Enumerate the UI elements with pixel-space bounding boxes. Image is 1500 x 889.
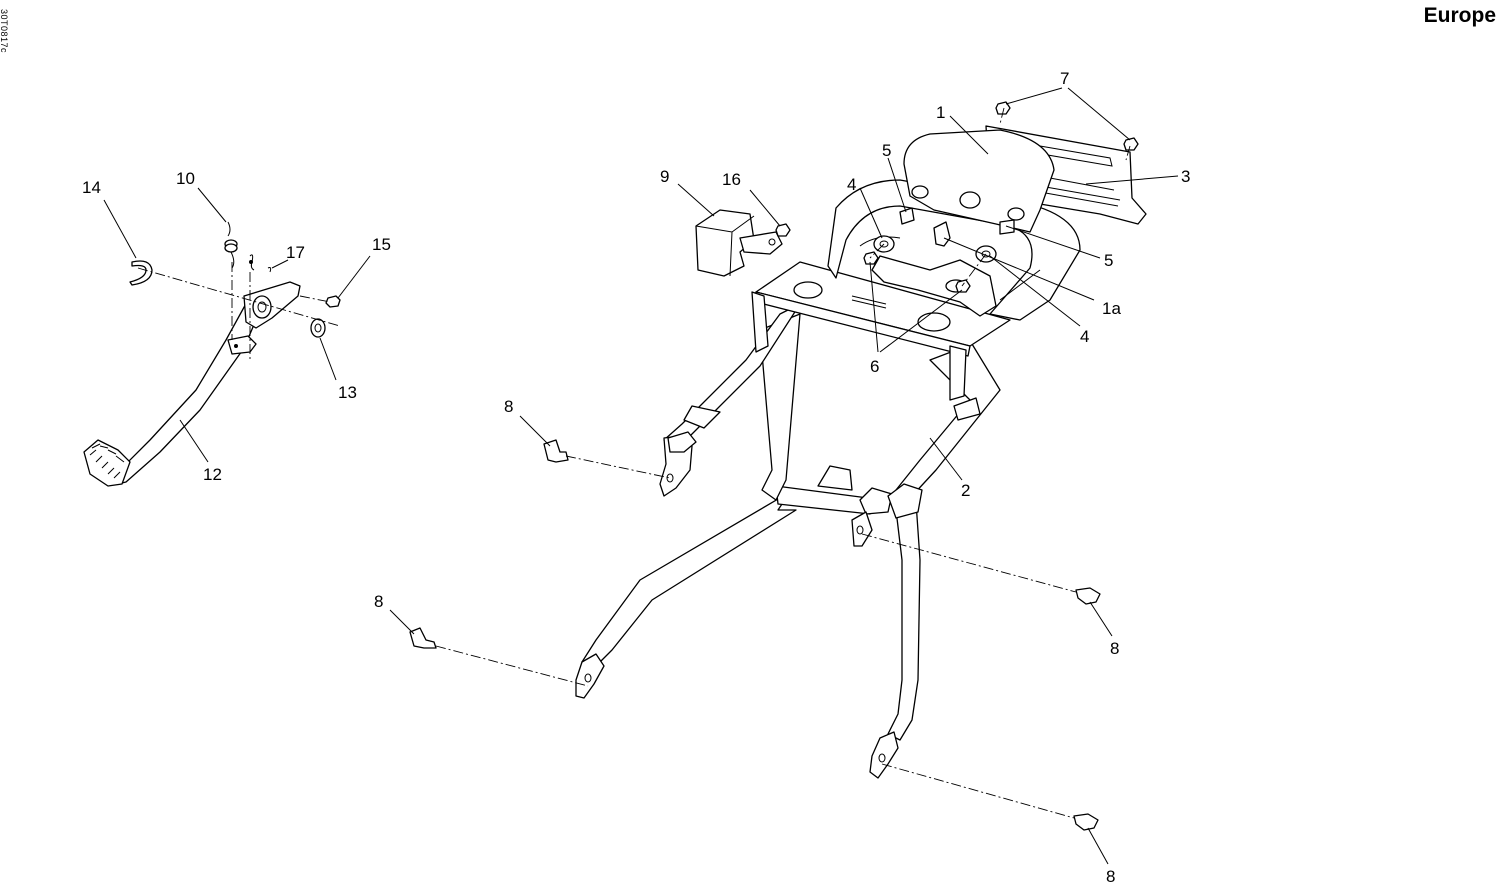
pivot-bushing xyxy=(252,295,272,319)
bolt-8-lower-left xyxy=(409,627,437,649)
frame-mid-tube-left xyxy=(759,313,801,501)
screw-7-left xyxy=(995,101,1011,115)
callout-17: 17 xyxy=(286,243,305,262)
callout-8-upper-left: 8 xyxy=(504,397,513,416)
screw-16 xyxy=(775,223,791,237)
bolt-8-lower-right xyxy=(1073,813,1099,831)
return-spring xyxy=(224,221,238,269)
wire-connector xyxy=(933,221,951,247)
nut xyxy=(325,295,341,308)
callout-2: 2 xyxy=(961,481,970,500)
callout-8-lower-left: 8 xyxy=(374,592,383,611)
screw-7-right xyxy=(1123,137,1139,151)
taillight-assembly xyxy=(863,101,1147,293)
callout-6: 6 xyxy=(870,357,879,376)
pedal-bracket xyxy=(227,335,257,355)
brake-pedal-pivot-plate xyxy=(243,281,301,329)
callout-9: 9 xyxy=(660,167,669,186)
nut-6-left xyxy=(863,251,879,265)
brake-pedal-arm xyxy=(111,295,263,485)
callout-16: 16 xyxy=(722,170,741,189)
callout-8-lower-right: 8 xyxy=(1106,867,1115,886)
callout-8-mid-right: 8 xyxy=(1110,639,1119,658)
callout-numbers: 7 1 3 5 4 9 16 5 1a 4 6 2 8 8 8 8 14 10 … xyxy=(82,69,1190,886)
callout-3: 3 xyxy=(1181,167,1190,186)
bushing-washer xyxy=(310,318,326,338)
bolt-8-mid-right xyxy=(1075,587,1101,605)
callout-13: 13 xyxy=(338,383,357,402)
leader-lines xyxy=(103,87,1179,865)
callout-5-lower: 5 xyxy=(1104,251,1113,270)
callout-1a: 1a xyxy=(1102,299,1121,318)
subframe xyxy=(575,179,1081,779)
taillight-housing xyxy=(903,129,1055,233)
frame-bolts xyxy=(409,439,1101,831)
callout-7: 7 xyxy=(1060,69,1069,88)
callout-4-lower: 4 xyxy=(1080,327,1089,346)
nut-6-right xyxy=(955,279,971,293)
bolt-5-left xyxy=(899,207,915,225)
callout-15: 15 xyxy=(372,235,391,254)
bolt-5-right xyxy=(999,219,1015,235)
frame-tube-left xyxy=(581,491,797,673)
relay-module xyxy=(695,209,791,277)
frame-mid-tube-right xyxy=(895,343,1001,497)
region-label: Europe xyxy=(1423,4,1496,27)
callout-12: 12 xyxy=(203,465,222,484)
callout-1: 1 xyxy=(936,103,945,122)
callout-4-upper: 4 xyxy=(847,175,856,194)
frame-tube-right xyxy=(887,501,921,741)
callout-10: 10 xyxy=(176,169,195,188)
license-bracket xyxy=(871,255,997,317)
callout-14: 14 xyxy=(82,178,101,197)
retaining-clip xyxy=(129,260,153,286)
brake-pedal-assembly xyxy=(83,221,341,487)
callout-5-upper: 5 xyxy=(882,141,891,160)
